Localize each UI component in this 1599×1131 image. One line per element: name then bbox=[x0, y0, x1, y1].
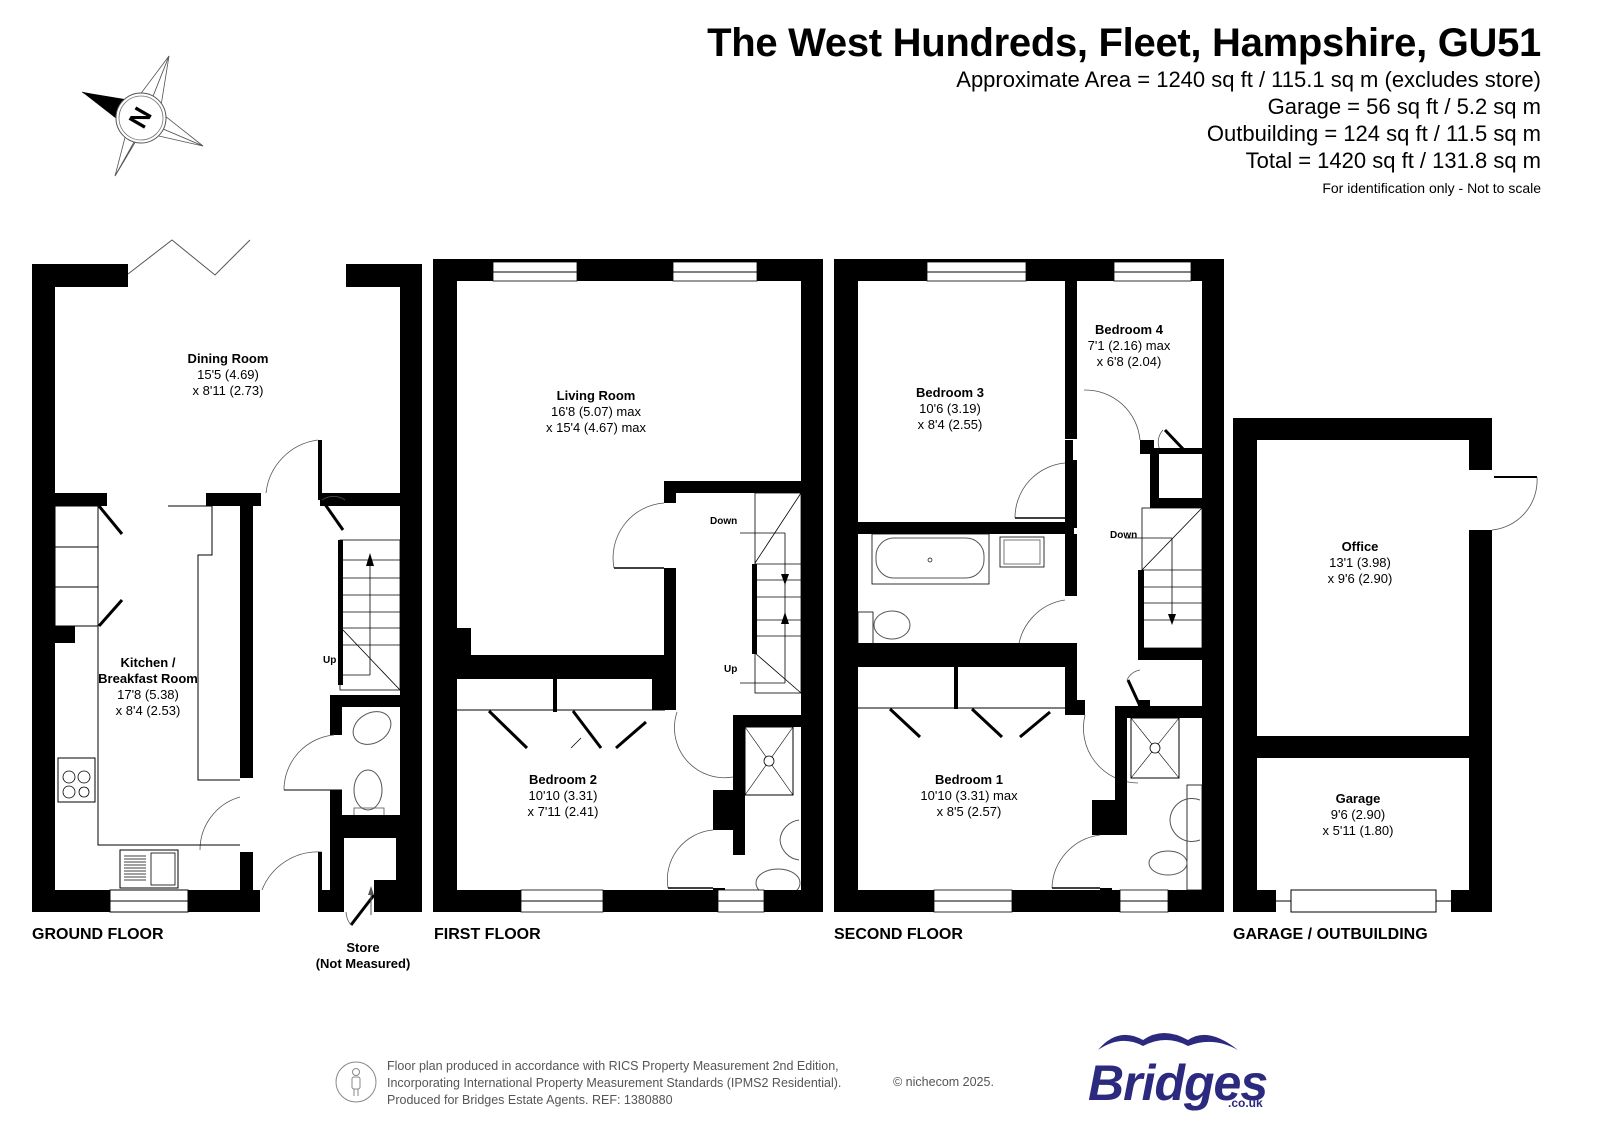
room-name: Bedroom 1 bbox=[935, 772, 1003, 787]
first-floor-plan bbox=[433, 259, 823, 913]
room-dimension: 15'5 (4.69) bbox=[197, 367, 259, 382]
room-living-room: Living Room 16'8 (5.07) max x 15'4 (4.67… bbox=[546, 388, 646, 436]
room-dimension: 16'8 (5.07) max bbox=[551, 404, 641, 419]
disclaimer-note: For identification only - Not to scale bbox=[1322, 180, 1541, 196]
room-dimension: 10'10 (3.31) bbox=[528, 788, 598, 803]
room-dimension: x 5'11 (1.80) bbox=[1322, 823, 1394, 838]
room-name: Bedroom 2 bbox=[529, 772, 597, 787]
logo-text: Bridges bbox=[1088, 1055, 1268, 1111]
north-compass-icon: N bbox=[81, 55, 204, 177]
floor-label-first: FIRST FLOOR bbox=[434, 926, 541, 943]
room-store: Store (Not Measured) bbox=[316, 940, 411, 972]
approximate-area: Approximate Area = 1240 sq ft / 115.1 sq… bbox=[956, 67, 1541, 92]
room-name: Store bbox=[346, 940, 380, 955]
stairs-up-label: Up bbox=[724, 664, 738, 675]
garage-outbuilding-plan bbox=[1233, 418, 1538, 913]
room-name: Garage bbox=[1335, 791, 1381, 806]
second-floor-plan bbox=[834, 259, 1224, 913]
stairs-down-label: Down bbox=[710, 516, 738, 527]
room-dimension: 17'8 (5.38) bbox=[117, 687, 179, 702]
ground-floor-plan bbox=[32, 239, 422, 926]
room-dimension: x 8'4 (2.55) bbox=[917, 417, 983, 432]
room-name: Living Room bbox=[556, 388, 636, 403]
room-dimension: x 9'6 (2.90) bbox=[1327, 571, 1393, 586]
room-name: Bedroom 4 bbox=[1095, 322, 1163, 337]
room-name: Bedroom 3 bbox=[916, 385, 984, 400]
logo-domain: .co.uk bbox=[1228, 1096, 1263, 1110]
room-name-line2: Breakfast Room bbox=[98, 671, 198, 686]
stairs-down-label: Down bbox=[1110, 530, 1138, 541]
room-bedroom-2: Bedroom 2 10'10 (3.31) x 7'11 (2.41) bbox=[528, 772, 599, 820]
plan-header: The West Hundreds, Fleet, Hampshire, GU5… bbox=[707, 20, 1541, 196]
logo-arches-icon bbox=[1098, 1033, 1238, 1050]
bridges-logo: Bridges .co.uk bbox=[1088, 1033, 1268, 1111]
footer-line: Floor plan produced in accordance with R… bbox=[387, 1059, 839, 1073]
room-dimension: 9'6 (2.90) bbox=[1330, 807, 1386, 822]
floor-label-second: SECOND FLOOR bbox=[834, 926, 963, 943]
room-dimension: x 8'11 (2.73) bbox=[192, 383, 264, 398]
floor-label-ground: GROUND FLOOR bbox=[32, 926, 164, 943]
room-dimension: x 8'5 (2.57) bbox=[936, 804, 1002, 819]
room-bedroom-4: Bedroom 4 7'1 (2.16) max x 6'8 (2.04) bbox=[1088, 322, 1171, 370]
room-kitchen-breakfast: Kitchen / Breakfast Room 17'8 (5.38) x 8… bbox=[98, 655, 198, 719]
outbuilding-area: Outbuilding = 124 sq ft / 11.5 sq m bbox=[1206, 121, 1541, 146]
room-dimension: 7'1 (2.16) max bbox=[1087, 338, 1171, 353]
room-bedroom-1: Bedroom 1 10'10 (3.31) max x 8'5 (2.57) bbox=[920, 772, 1017, 820]
room-bedroom-3: Bedroom 3 10'6 (3.19) x 8'4 (2.55) bbox=[916, 385, 984, 433]
room-name: Kitchen / bbox=[120, 655, 176, 670]
measurement-statement: Floor plan produced in accordance with R… bbox=[387, 1058, 841, 1109]
floor-label-garage: GARAGE / OUTBUILDING bbox=[1233, 926, 1428, 943]
room-dimension: x 8'4 (2.53) bbox=[115, 703, 181, 718]
room-garage: Garage 9'6 (2.90) x 5'11 (1.80) bbox=[1323, 791, 1394, 839]
room-dimension: x 6'8 (2.04) bbox=[1096, 354, 1162, 369]
room-dimension: 13'1 (3.98) bbox=[1329, 555, 1391, 570]
room-office: Office 13'1 (3.98) x 9'6 (2.90) bbox=[1328, 539, 1393, 587]
room-note: (Not Measured) bbox=[315, 956, 411, 971]
footer-line: Produced for Bridges Estate Agents. REF:… bbox=[387, 1093, 673, 1107]
room-dining-room: Dining Room 15'5 (4.69) x 8'11 (2.73) bbox=[188, 351, 269, 399]
room-dimension: 10'10 (3.31) max bbox=[920, 788, 1018, 803]
property-title: The West Hundreds, Fleet, Hampshire, GU5… bbox=[707, 21, 1541, 65]
room-dimension: x 15'4 (4.67) max bbox=[545, 420, 647, 435]
total-area: Total = 1420 sq ft / 131.8 sq m bbox=[1245, 148, 1541, 173]
ipms-person-icon bbox=[335, 1061, 377, 1103]
garage-area: Garage = 56 sq ft / 5.2 sq m bbox=[1267, 94, 1541, 119]
footer-line: Incorporating International Property Mea… bbox=[387, 1076, 842, 1090]
stairs-up-label: Up bbox=[323, 655, 337, 666]
copyright-notice: © nichecom 2025. bbox=[893, 1075, 994, 1089]
room-name: Office bbox=[1341, 539, 1379, 554]
room-name: Dining Room bbox=[187, 351, 269, 366]
room-dimension: x 7'11 (2.41) bbox=[527, 804, 599, 819]
room-dimension: 10'6 (3.19) bbox=[919, 401, 981, 416]
